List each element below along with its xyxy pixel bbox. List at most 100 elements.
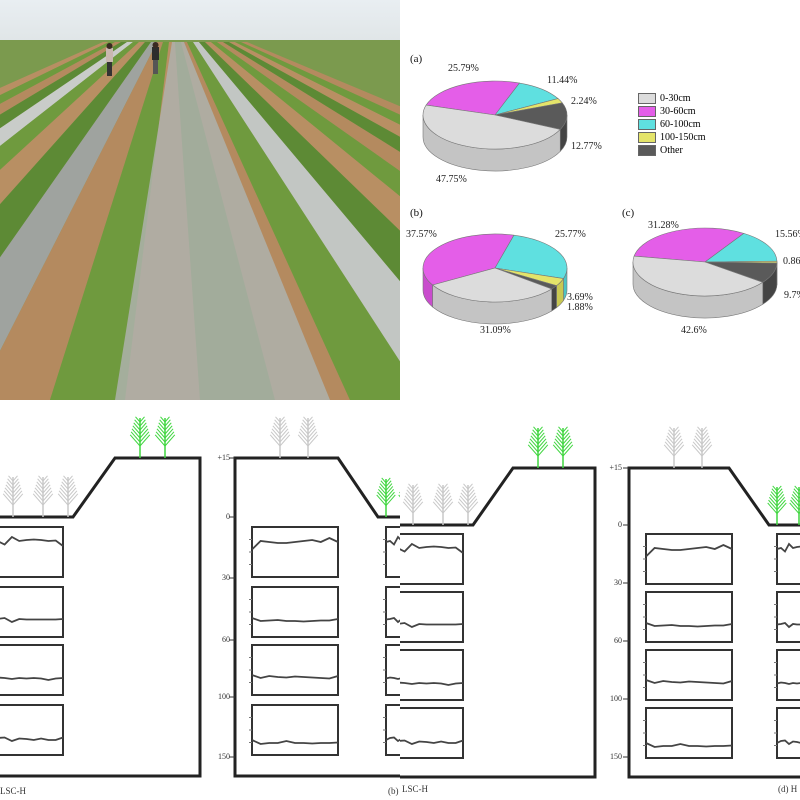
pie-a-label-other: 12.77% xyxy=(571,141,602,152)
soil-moisture-minichart xyxy=(643,707,733,759)
moisture-line xyxy=(0,676,64,681)
root-distribution-pie-charts: (a) 25.79% 11.44% 2.24% 12.77% 47.75% (b… xyxy=(400,0,800,400)
legend-item: Other xyxy=(638,144,706,157)
field-row xyxy=(211,42,400,197)
moisture-line xyxy=(251,739,339,745)
caption: LSC-H xyxy=(0,786,27,796)
terrain-profile-left xyxy=(0,456,202,778)
field-row xyxy=(205,42,400,231)
pie-c-label-0-30: 42.6% xyxy=(681,325,707,336)
depth-tick: 30 xyxy=(614,578,622,587)
tree-icon xyxy=(432,483,454,525)
pie-slice-60-100cm xyxy=(494,234,568,279)
depth-tick: 30 xyxy=(222,573,230,582)
moisture-line xyxy=(251,674,339,680)
soil-moisture-minichart xyxy=(383,704,400,756)
pie-c-title: (c) xyxy=(622,207,635,219)
legend-swatch xyxy=(638,119,656,130)
pie-slice-0-30cm xyxy=(432,267,553,303)
person-icon xyxy=(152,42,159,74)
pie-c-label-60-100: 15.56% xyxy=(775,229,800,240)
soil-moisture-minichart xyxy=(0,526,64,578)
soil-moisture-minichart xyxy=(643,649,733,701)
crop-plant-icon xyxy=(527,426,549,468)
tree-icon xyxy=(269,416,291,458)
terrain-profile-right xyxy=(627,466,800,779)
legend-swatch xyxy=(638,93,656,104)
pie-legend: 0-30cm 30-60cm 60-100cm 100-150cm Other xyxy=(638,92,706,157)
depth-tick: +15 xyxy=(609,463,622,472)
tree-icon xyxy=(457,483,479,525)
legend-label: 60-100cm xyxy=(660,119,701,130)
moisture-line xyxy=(400,739,464,745)
crop-plant-icon xyxy=(154,416,176,458)
legend-label: 0-30cm xyxy=(660,93,691,104)
moisture-line xyxy=(0,535,64,547)
field-row xyxy=(0,42,163,400)
field-row xyxy=(187,42,400,400)
soil-moisture-minichart xyxy=(249,704,339,756)
depth-tick: 0 xyxy=(618,520,622,529)
moisture-line xyxy=(251,617,339,623)
person-icon xyxy=(106,43,113,76)
pie-b-label-60-100: 25.77% xyxy=(555,229,586,240)
moisture-line xyxy=(645,622,733,628)
terrain-profile-right xyxy=(233,456,400,778)
moisture-line xyxy=(400,622,464,628)
soil-moisture-minichart xyxy=(400,591,464,643)
legend-item: 100-150cm xyxy=(638,131,706,144)
moisture-line xyxy=(385,617,400,624)
caption: (d) H xyxy=(778,784,798,794)
crop-plant-icon xyxy=(789,485,800,525)
depth-tick: 150 xyxy=(610,752,622,761)
soil-moisture-minichart xyxy=(774,707,800,759)
field-row xyxy=(199,42,400,282)
moisture-line xyxy=(400,542,464,554)
field-row xyxy=(229,42,400,137)
pie-b-title: (b) xyxy=(410,207,423,219)
pie-a-label-30-60: 25.79% xyxy=(448,63,479,74)
soil-profile-svg xyxy=(400,426,800,779)
soil-moisture-minichart xyxy=(774,591,800,643)
pie-a-title: (a) xyxy=(410,53,423,65)
legend-item: 0-30cm xyxy=(638,92,706,105)
pie-c-label-100-150: 0.86% xyxy=(783,256,800,267)
moisture-line xyxy=(0,736,64,742)
legend-item: 30-60cm xyxy=(638,105,706,118)
pie-slice-0-30cm xyxy=(632,255,764,297)
pie-charts-svg xyxy=(422,80,778,325)
legend-swatch xyxy=(638,145,656,156)
soil-moisture-minichart xyxy=(0,586,64,638)
tree-icon xyxy=(2,475,24,517)
field-row xyxy=(235,42,400,125)
moisture-line xyxy=(0,617,64,623)
moisture-line xyxy=(645,742,733,748)
soil-profile-svg xyxy=(0,416,400,778)
soil-moisture-minichart xyxy=(400,707,464,759)
legend-swatch xyxy=(638,132,656,143)
soil-moisture-minichart xyxy=(774,649,800,701)
soil-moisture-minichart xyxy=(249,586,339,638)
depth-tick: +15 xyxy=(217,453,230,462)
field-row xyxy=(193,42,400,362)
soil-moisture-minichart xyxy=(383,644,400,696)
moisture-line xyxy=(400,681,464,686)
crop-plant-icon xyxy=(767,485,787,525)
moisture-line xyxy=(385,736,400,743)
pie-a-label-60-100: 11.44% xyxy=(547,75,578,86)
pie-a-label-100-150: 2.24% xyxy=(571,96,597,107)
moisture-line xyxy=(645,679,733,685)
moisture-line xyxy=(251,537,339,551)
irrigation-furrow xyxy=(115,42,330,400)
depth-tick: 0 xyxy=(226,512,230,521)
soil-moisture-minichart xyxy=(400,533,464,585)
pie-slice-side xyxy=(551,285,557,312)
legend-item: 60-100cm xyxy=(638,118,706,131)
moisture-line xyxy=(776,681,800,685)
moisture-line xyxy=(776,542,800,553)
depth-tick: 100 xyxy=(610,694,622,703)
soil-moisture-minichart xyxy=(383,586,400,638)
tree-icon xyxy=(402,483,424,525)
crop-plant-icon xyxy=(376,477,396,517)
field-photo xyxy=(0,0,400,400)
